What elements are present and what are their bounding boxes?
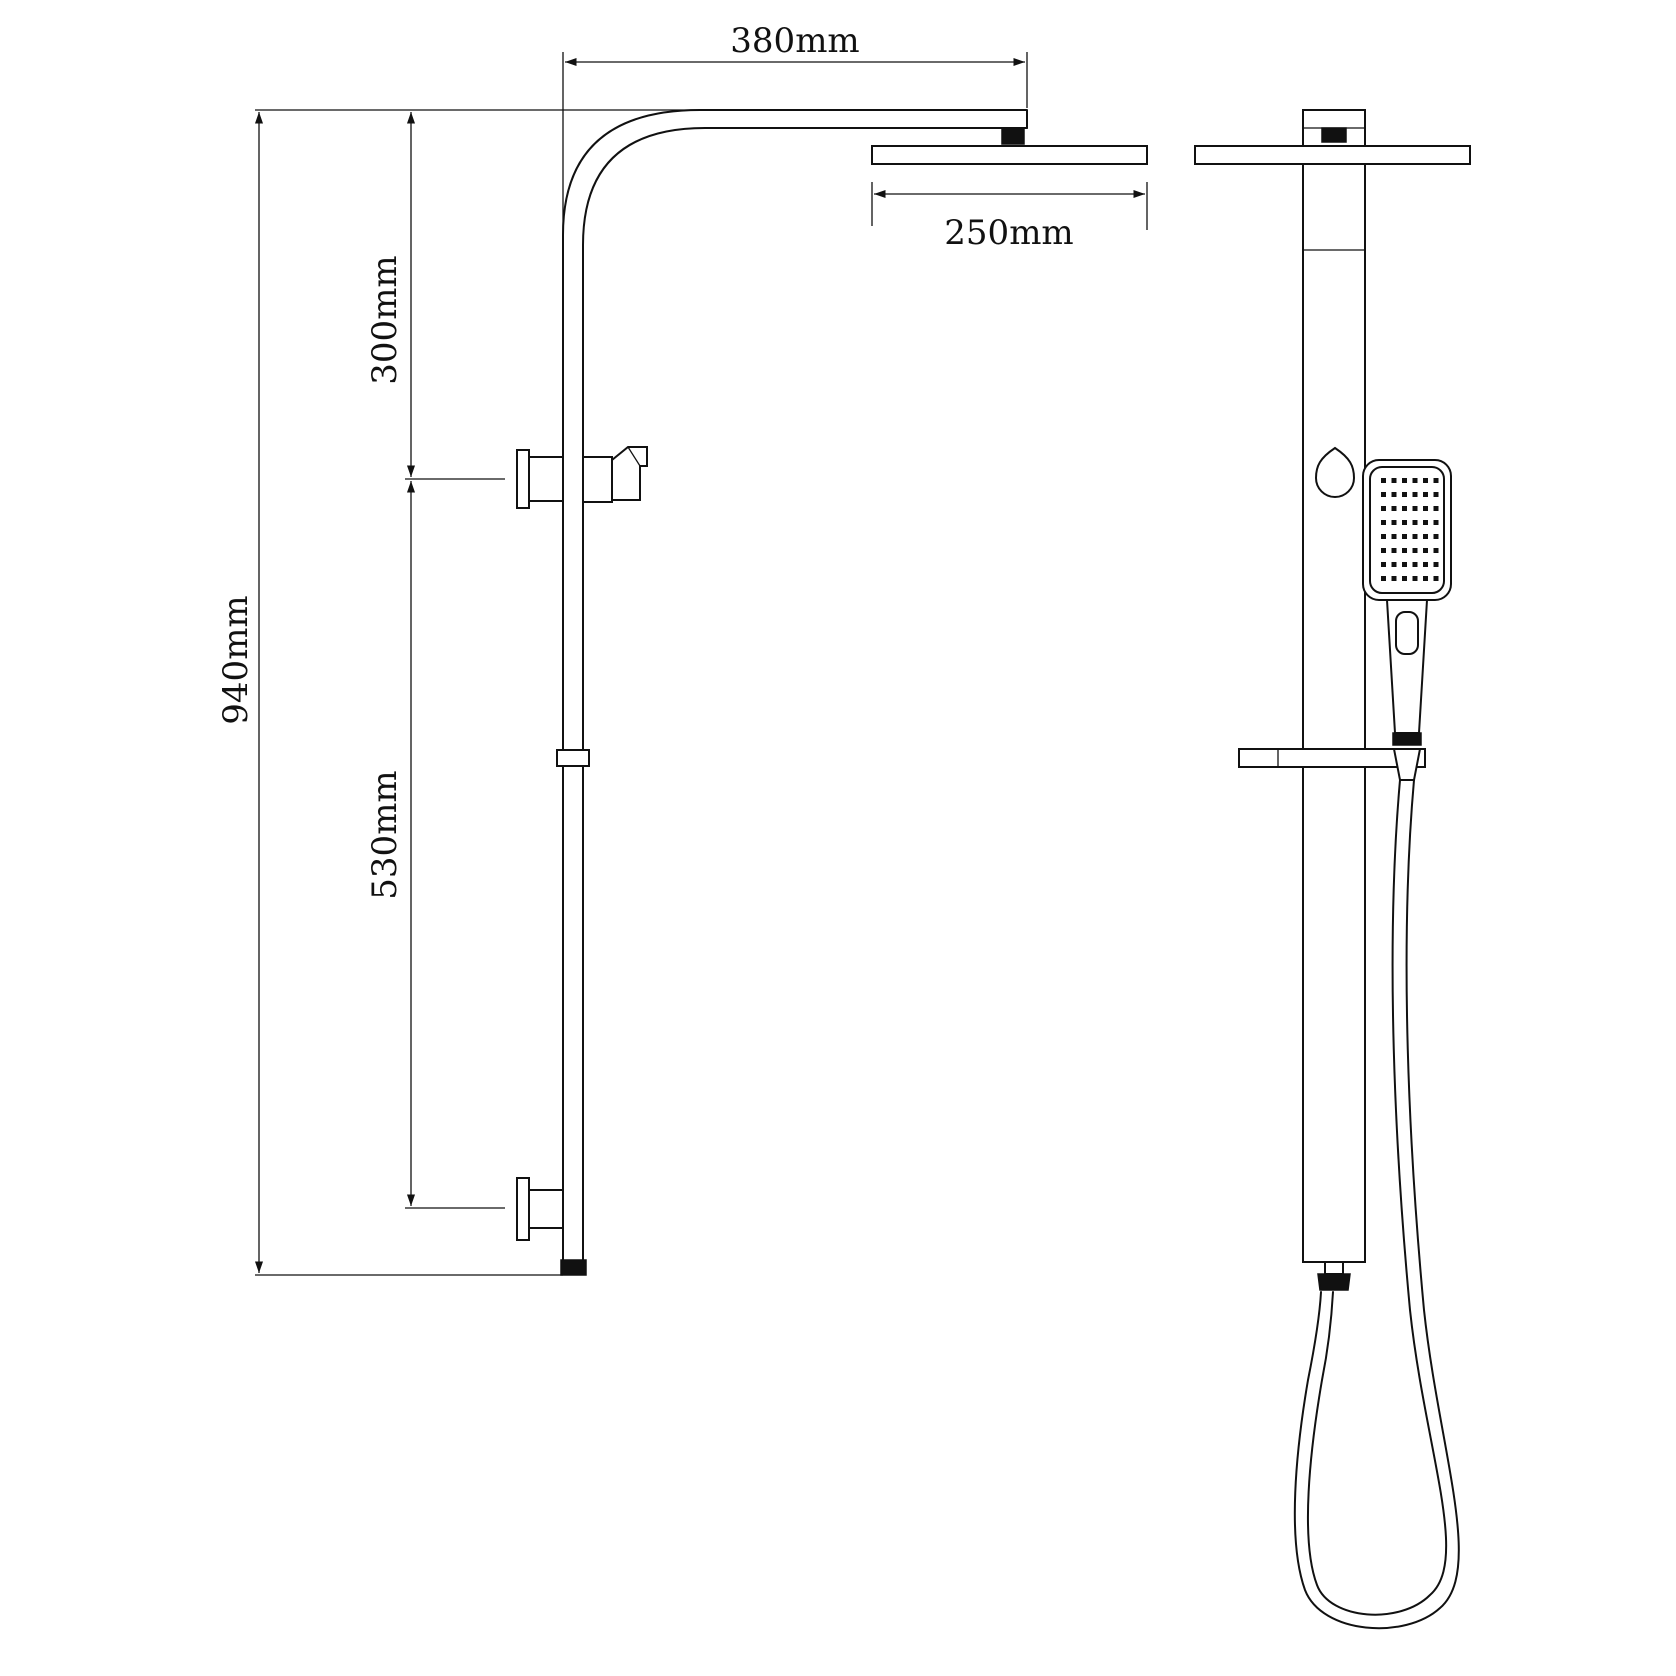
nozzle [1402,492,1407,497]
nozzle [1381,562,1386,567]
hose-outer [1306,779,1448,1616]
dim-label-940: 940mm [216,595,256,724]
hand-shower-holder-clip [611,446,648,501]
nozzle [1433,478,1439,483]
nozzle [1412,548,1418,553]
nozzle [1402,562,1407,567]
holder-clip-edge [627,446,641,467]
lower-wall-bracket-plate [516,1177,530,1241]
nozzle [1391,478,1397,483]
nozzle [1423,548,1428,553]
rail-joint-collar [556,749,590,767]
nozzle [1423,562,1428,567]
front-rail [1302,163,1366,1263]
nozzle [1423,520,1428,525]
nozzle [1402,534,1407,539]
dim-label-250: 250mm [944,213,1073,253]
nozzle [1433,506,1439,511]
nozzle [1402,478,1407,483]
nozzle [1412,492,1418,497]
bottom-inlet-nut [560,1259,587,1276]
nozzle [1391,520,1397,525]
lower-wall-bracket-arm [528,1189,564,1229]
hand-shower-nozzles [1381,478,1439,581]
hand-shower-nut [1392,732,1422,746]
nozzle [1391,492,1397,497]
rail-arm-inner [582,127,1028,1263]
nozzle [1402,520,1407,525]
upper-wall-bracket-arm [528,456,564,502]
nozzle [1391,534,1397,539]
nozzle [1391,548,1397,553]
nozzle [1433,548,1439,553]
nozzle [1381,520,1386,525]
nozzle [1423,576,1428,581]
front-shower-head-plate [1194,145,1471,165]
nozzle [1412,576,1418,581]
dim-label-380: 380mm [730,21,859,61]
hand-shower-cone [1392,748,1422,781]
side-view [516,109,1148,1276]
nozzle [1381,478,1386,483]
nozzle [1381,576,1386,581]
nozzle [1412,506,1418,511]
nozzle [1391,576,1397,581]
nozzle [1412,534,1418,539]
shower-head-plate [871,145,1148,165]
nozzle [1423,534,1428,539]
hand-shower [1362,459,1452,781]
front-view [1194,109,1471,1630]
dimension-lines [254,52,1148,1276]
front-inlet-stem [1324,1261,1344,1275]
arm-outlet-nut [1001,127,1025,145]
nozzle [1402,506,1407,511]
nozzle [1391,506,1397,511]
diverter-knob [1314,446,1356,498]
upper-wall-bracket-plate [516,449,530,509]
nozzle [1391,562,1397,567]
nozzle [1381,492,1386,497]
hand-shower-button [1395,611,1419,655]
nozzle [1381,534,1386,539]
nozzle [1412,478,1418,483]
nozzle [1433,492,1439,497]
dim-label-300: 300mm [365,255,405,384]
nozzle [1433,576,1439,581]
nozzle [1381,548,1386,553]
nozzle [1423,478,1428,483]
front-outlet-nut [1321,127,1347,143]
rail-arm-outer [562,109,1028,1263]
nozzle [1402,576,1407,581]
slider-shelf [1238,748,1426,768]
nozzle [1381,506,1386,511]
front-inlet-nut [1317,1273,1351,1291]
hand-shower-face-inner [1369,466,1445,594]
nozzle [1402,548,1407,553]
hand-shower-holder [582,456,613,503]
dim-label-530: 530mm [365,770,405,899]
nozzle [1412,520,1418,525]
nozzle [1412,562,1418,567]
nozzle [1433,562,1439,567]
nozzle [1433,520,1439,525]
hose-inner [1293,779,1460,1630]
nozzle [1433,534,1439,539]
nozzle [1423,492,1428,497]
nozzle [1423,506,1428,511]
